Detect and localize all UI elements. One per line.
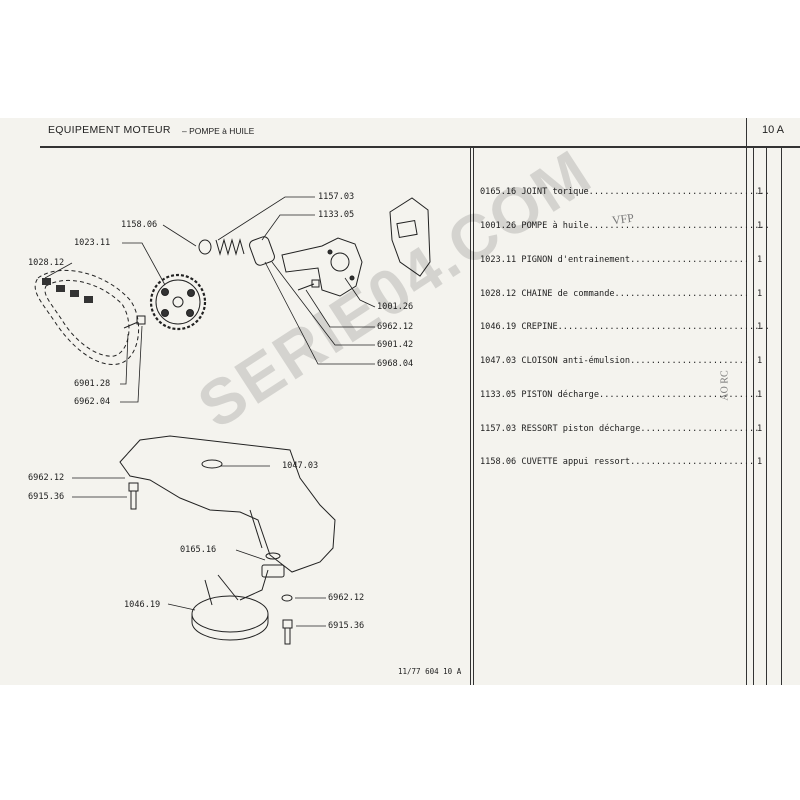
callout-label: 6901.28: [74, 379, 111, 389]
list-item: 1046.19 CREPINE.........................…: [480, 322, 770, 332]
callout-label: 1023.11: [74, 238, 111, 248]
callout-label: 1158.06: [121, 220, 158, 230]
part-qty: 1: [757, 356, 763, 366]
part-desc: PIGNON d'entrainement: [521, 255, 631, 265]
part-desc: JOINT torique: [521, 187, 589, 197]
callout-label: 1001.26: [377, 302, 414, 312]
part-desc: CUVETTE appui ressort: [521, 457, 631, 467]
part-qty: 1: [757, 390, 763, 400]
part-ref: 1158.06: [480, 457, 517, 467]
leader-dots: ........................................…: [557, 322, 770, 332]
list-item: 1028.12 CHAINE de commande..............…: [480, 289, 749, 299]
part-ref: 1047.03: [480, 356, 517, 366]
leader-dots: .......................: [640, 424, 760, 434]
part-ref: 1001.26: [480, 221, 517, 231]
leader-lines: [44, 196, 376, 627]
column-divider: [781, 146, 782, 685]
column-divider: [470, 146, 471, 685]
callout-label: 1046.19: [124, 600, 161, 610]
pump-drawing: [281, 197, 431, 297]
callout-label: 0165.16: [180, 545, 217, 555]
relief-valve-parts: [198, 236, 275, 266]
part-desc: POMPE à huile: [521, 221, 589, 231]
header-rule: [40, 146, 800, 148]
callout-label: 6901.42: [377, 340, 414, 350]
column-divider: [753, 146, 754, 685]
handwritten-note: AO RC: [719, 370, 731, 401]
part-ref: 1133.05: [480, 390, 517, 400]
part-desc: CLOISON anti-émulsion: [521, 356, 631, 366]
callout-label: 6968.04: [377, 359, 414, 369]
part-ref: 1046.19: [480, 322, 517, 332]
callout-label: 6962.12: [377, 322, 414, 332]
list-item: 1158.06 CUVETTE appui ressort...........…: [480, 457, 754, 467]
column-divider: [766, 146, 767, 685]
list-item: 1023.11 PIGNON d'entrainement...........…: [480, 255, 749, 265]
leader-dots: ...................................: [588, 187, 770, 197]
chain-links: [42, 278, 93, 303]
callout-label: 1157.03: [318, 192, 355, 202]
part-desc: RESSORT piston décharge: [521, 424, 641, 434]
leader-dots: ........................: [630, 457, 755, 467]
strainer-drawing: [191, 552, 285, 641]
header-divider: [746, 118, 747, 685]
part-desc: CREPINE: [521, 322, 558, 332]
part-qty: 1: [757, 255, 763, 265]
leader-dots: ...............................: [599, 390, 760, 400]
list-item: 0165.16 JOINT torique...................…: [480, 187, 770, 197]
list-item: 1133.05 PISTON décharge.................…: [480, 390, 759, 400]
part-qty: 1: [757, 221, 763, 231]
callout-label: 6962.12: [28, 473, 65, 483]
column-divider: [473, 146, 474, 685]
part-ref: 1157.03: [480, 424, 517, 434]
part-ref: 1028.12: [480, 289, 517, 299]
part-qty: 1: [757, 457, 763, 467]
part-qty: 1: [757, 424, 763, 434]
section-title: EQUIPEMENT MOTEUR: [48, 124, 171, 136]
leader-dots: ...................................: [588, 221, 770, 231]
page-footer: 11/77 604 10 A: [398, 667, 462, 676]
callout-label: 1047.03: [282, 461, 319, 471]
list-item: 1047.03 CLOISON anti-émulsion...........…: [480, 356, 749, 366]
list-item: 1157.03 RESSORT piston décharge.........…: [480, 424, 759, 434]
section-subtitle: – POMPE à HUILE: [182, 126, 255, 136]
callout-label: 6962.04: [74, 397, 111, 407]
callout-label: 1133.05: [318, 210, 355, 220]
part-desc: CHAINE de commande: [521, 289, 615, 299]
chain-drawing: [34, 269, 140, 365]
handwritten-note: VFP: [611, 210, 635, 228]
catalog-page: [0, 118, 800, 685]
part-ref: 1023.11: [480, 255, 517, 265]
part-qty: 1: [757, 187, 763, 197]
part-qty: 1: [757, 322, 763, 332]
part-qty: 1: [757, 289, 763, 299]
part-ref: 0165.16: [480, 187, 517, 197]
bolt-drawings: [123, 279, 320, 645]
callout-label: 6915.36: [328, 621, 365, 631]
list-item: 1001.26 POMPE à huile...................…: [480, 221, 770, 231]
leader-dots: ..........................: [614, 289, 750, 299]
part-desc: PISTON décharge: [521, 390, 600, 400]
leader-dots: .......................: [630, 356, 750, 366]
baffle-drawing: [119, 435, 336, 573]
sprocket-drawing: [149, 273, 207, 331]
leader-dots: .......................: [630, 255, 750, 265]
page-number: 10 A: [762, 124, 785, 136]
callout-label: 1028.12: [28, 258, 65, 268]
callout-label: 6962.12: [328, 593, 365, 603]
callout-label: 6915.36: [28, 492, 65, 502]
